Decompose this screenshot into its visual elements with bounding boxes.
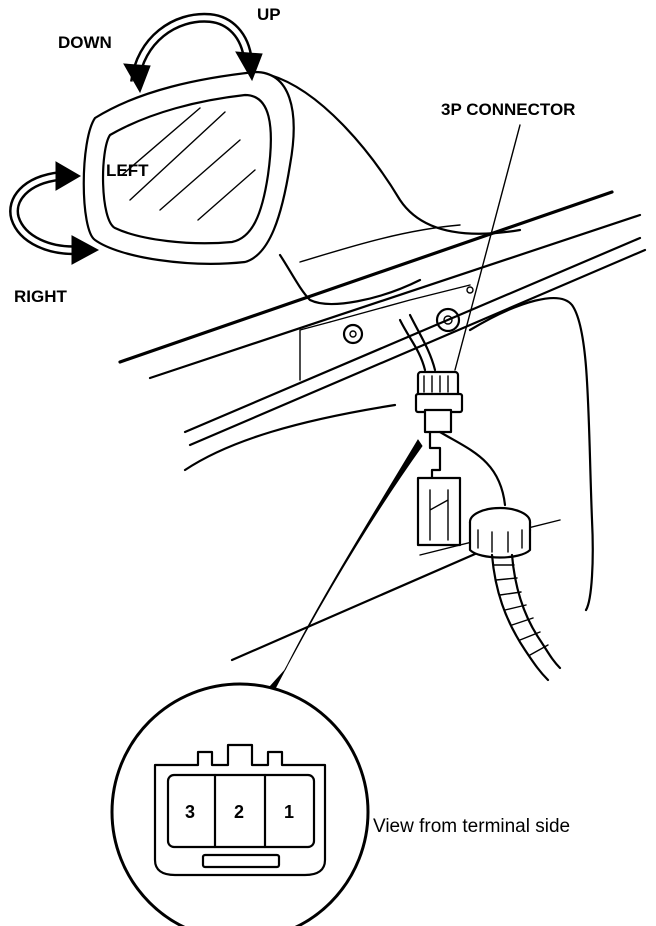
connector-harness <box>398 124 562 682</box>
pin-2-label: 2 <box>234 802 244 822</box>
left-label: LEFT <box>106 161 149 180</box>
connector-label: 3P CONNECTOR <box>441 100 575 119</box>
view-note: View from terminal side <box>373 816 570 837</box>
connector-detail-callout <box>110 682 370 926</box>
door-panel <box>118 190 647 662</box>
pin-1-label: 1 <box>284 802 294 822</box>
pin-3-label: 3 <box>185 802 195 822</box>
up-label: UP <box>257 5 281 24</box>
right-label: RIGHT <box>14 287 68 306</box>
detail-leader <box>257 439 423 703</box>
left-right-arrow-icon <box>9 161 100 265</box>
down-label: DOWN <box>58 33 112 52</box>
up-down-arrow-icon <box>123 12 263 94</box>
mirror-assembly <box>82 70 522 306</box>
